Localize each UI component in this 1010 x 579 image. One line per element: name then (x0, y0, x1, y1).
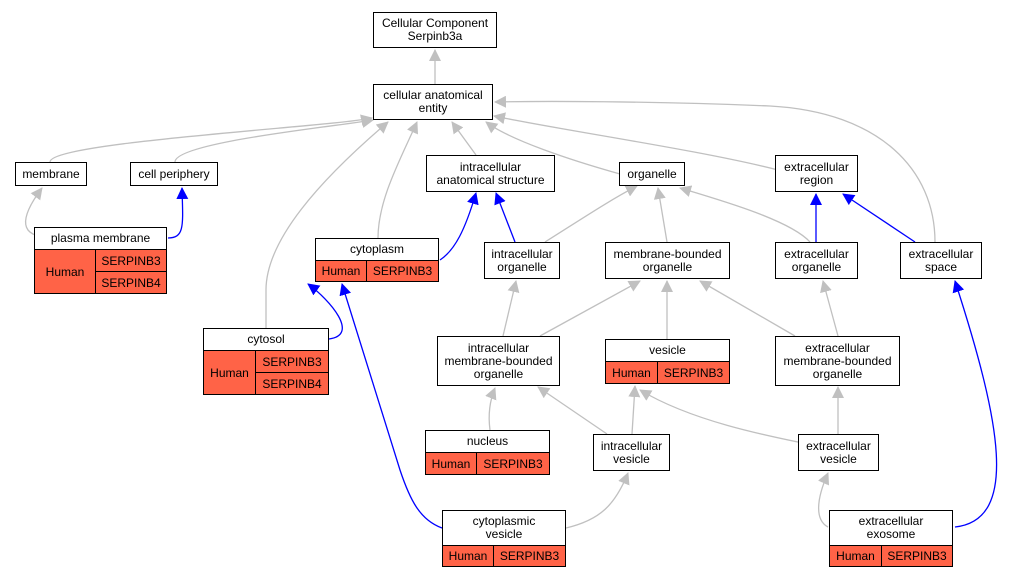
edge-iv-to-vesicle (628, 385, 641, 435)
edge-cell-periphery-to-cae (174, 116, 374, 163)
node-membrane-bounded-organelle[interactable]: membrane-bounded organelle (605, 242, 730, 279)
gene-label: SERPINB3 (483, 456, 543, 471)
species-label: Human (316, 261, 367, 281)
node-intracellular-anatomical-structure[interactable]: intracellular anatomical structure (426, 155, 555, 192)
edge-imbo-to-io (502, 280, 520, 337)
node-intracellular-vesicle[interactable]: intracellular vesicle (593, 434, 670, 471)
species-label: Human (35, 250, 96, 293)
edge-ecs-to-cae (494, 95, 936, 243)
node-nucleus[interactable]: nucleus Human SERPINB3 (425, 430, 550, 475)
node-cell-periphery[interactable]: cell periphery (130, 162, 218, 186)
edge-cytosol-to-cytoplasm (307, 283, 343, 340)
node-cytosol[interactable]: cytosol Human SERPINB3 SERPINB4 (203, 328, 329, 395)
node-extracellular-vesicle[interactable]: extracellular vesicle (798, 434, 879, 471)
node-vesicle[interactable]: vesicle Human SERPINB3 (605, 339, 730, 384)
node-title: cytoplasm (316, 239, 438, 261)
node-title: extracellular exosome (830, 511, 952, 546)
edge-ecs-to-ecr (842, 193, 916, 243)
edge-ias-to-cae (451, 121, 477, 156)
gene-label: SERPINB4 (96, 271, 166, 293)
species-label: Human (426, 453, 477, 474)
node-extracellular-region[interactable]: extracellular region (775, 155, 858, 192)
species-label: Human (830, 546, 882, 566)
node-plasma-membrane[interactable]: plasma membrane Human SERPINB3 SERPINB4 (34, 227, 167, 294)
edge-iv-to-imbo (537, 386, 608, 435)
gene-label: SERPINB3 (663, 365, 724, 380)
edge-imbo-to-mbo (539, 280, 641, 337)
edge-ecr-to-cae (493, 112, 779, 171)
edge-exosome-to-ecs (952, 280, 998, 528)
node-title: plasma membrane (35, 228, 166, 250)
gene-label: SERPINB3 (372, 264, 433, 278)
node-extracellular-exosome[interactable]: extracellular exosome Human SERPINB3 (829, 510, 953, 567)
node-extracellular-space[interactable]: extracellular space (900, 242, 982, 279)
edge-cyto-vesicle-to-iv (565, 472, 630, 529)
node-extracellular-organelle[interactable]: extracellular organelle (775, 242, 858, 279)
edge-nucleus-to-imbo (485, 387, 497, 431)
edge-organelle-to-cae (485, 121, 621, 175)
edge-membrane-to-cae (49, 114, 373, 163)
node-title: cytoplasmic vesicle (443, 511, 565, 546)
edge-cytoplasm-to-ias (439, 192, 479, 261)
edge-plasma-membrane-to-cell-periphery (167, 187, 189, 239)
node-cellular-component-root[interactable]: Cellular Component Serpinb3a (373, 12, 497, 48)
edge-ecmbo-to-eco (820, 280, 839, 337)
edge-io-to-organelle (544, 185, 638, 243)
gene-label: SERPINB3 (262, 354, 322, 369)
edge-mbo-to-organelle (653, 187, 668, 243)
node-membrane[interactable]: membrane (15, 162, 87, 186)
gene-label: SERPINB3 (101, 253, 161, 268)
species-label: Human (606, 362, 658, 383)
node-cellular-anatomical-entity[interactable]: cellular anatomical entity (373, 84, 493, 120)
edge-io-to-ias (494, 192, 516, 243)
edge-cyto-vesicle-to-cytoplasm (339, 283, 443, 529)
gene-label: SERPINB3 (499, 549, 560, 563)
edge-ecmbo-to-mbo (699, 280, 796, 337)
node-title: cytosol (204, 329, 328, 351)
species-label: Human (443, 546, 494, 566)
node-extracellular-membrane-bounded-organelle[interactable]: extracellular membrane-bounded organelle (775, 336, 900, 386)
edge-cytosol-to-cae (265, 121, 389, 328)
node-organelle[interactable]: organelle (619, 162, 685, 186)
node-cytoplasm[interactable]: cytoplasm Human SERPINB3 (315, 238, 439, 282)
node-intracellular-membrane-bounded-organelle[interactable]: intracellular membrane-bounded organelle (437, 336, 560, 386)
edge-eco-to-organelle (679, 185, 811, 243)
node-title: nucleus (426, 431, 549, 453)
gene-label: SERPINB4 (256, 372, 328, 394)
edge-cytoplasm-to-cae (377, 121, 418, 239)
gene-label: SERPINB3 (887, 549, 947, 563)
edge-exosome-to-ev (818, 472, 830, 528)
species-label: Human (204, 351, 256, 394)
node-title: vesicle (606, 340, 729, 362)
node-intracellular-organelle[interactable]: intracellular organelle (484, 242, 560, 279)
node-cytoplasmic-vesicle[interactable]: cytoplasmic vesicle Human SERPINB3 (442, 510, 566, 567)
